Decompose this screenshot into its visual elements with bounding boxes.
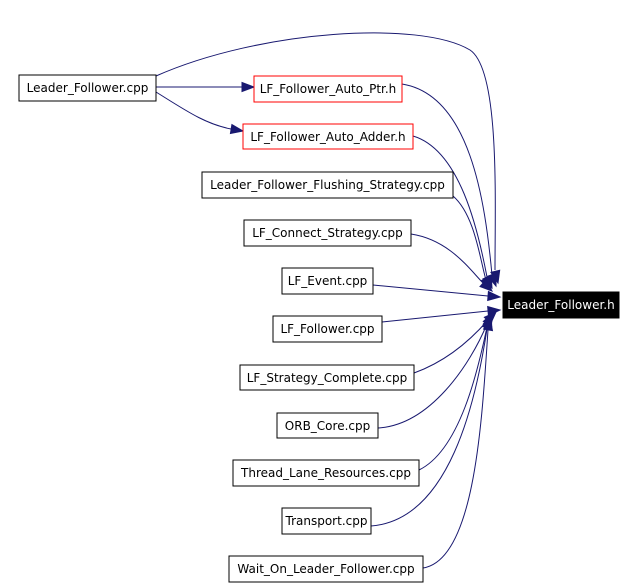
arrowhead [241,81,256,93]
node-orb-core-cpp[interactable]: ORB_Core.cpp [276,412,379,439]
node-label: Wait_On_Leader_Follower.cpp [237,562,414,576]
node-label: Transport.cpp [285,514,368,528]
node-leader-follower-flushing-strategy-cpp[interactable]: Leader_Follower_Flushing_Strategy.cpp [201,171,454,199]
edge-line [155,91,232,130]
node-lf-follower-cpp[interactable]: LF_Follower.cpp [272,315,383,343]
edge-line [452,195,487,281]
arrowhead [479,278,494,292]
node-lf-follower-auto-ptr-h[interactable]: LF_Follower_Auto_Ptr.h [253,75,403,103]
edge-line [370,328,488,527]
arrowhead [482,316,494,332]
node-wait-on-leader-follower-cpp[interactable]: Wait_On_Leader_Follower.cpp [228,555,424,583]
edge-lf-follower-auto-adder-h-to-leader-follower-h [412,135,493,290]
node-lf-follower-auto-adder-h[interactable]: LF_Follower_Auto_Adder.h [242,123,414,150]
node-label: LF_Connect_Strategy.cpp [252,226,403,240]
edge-line [377,323,488,429]
node-label: LF_Follower_Auto_Ptr.h [260,82,397,96]
edge-wait-on-leader-follower-cpp-to-leader-follower-h [422,316,494,569]
edge-line [372,284,489,297]
edge-line [410,233,485,285]
node-leader-follower-cpp[interactable]: Leader_Follower.cpp [18,74,157,102]
edge-leader-follower-cpp-to-lf-follower-auto-adder-h [155,91,245,135]
node-label: Leader_Follower.h [507,298,614,312]
node-leader-follower-h[interactable]: Leader_Follower.h [502,291,620,319]
edge-lf-connect-strategy-cpp-to-leader-follower-h [410,233,494,292]
edge-lf-follower-cpp-to-leader-follower-h [381,305,502,323]
node-label: LF_Follower_Auto_Adder.h [250,130,405,144]
edge-line [418,326,488,471]
edges [155,32,502,569]
arrowhead [229,123,245,135]
node-lf-strategy-complete-cpp[interactable]: LF_Strategy_Complete.cpp [239,364,415,391]
node-lf-connect-strategy-cpp[interactable]: LF_Connect_Strategy.cpp [243,219,412,247]
edge-line [412,135,488,278]
node-label: LF_Event.cpp [288,274,368,288]
node-lf-event-cpp[interactable]: LF_Event.cpp [281,267,374,295]
edge-line [422,329,489,569]
node-label: Leader_Follower.cpp [27,81,149,95]
node-label: Thread_Lane_Resources.cpp [240,466,411,480]
edge-line [401,83,493,276]
edge-line [155,32,496,271]
node-thread-lane-resources-cpp[interactable]: Thread_Lane_Resources.cpp [232,459,420,487]
edge-line [381,310,489,323]
node-label: LF_Strategy_Complete.cpp [247,371,407,385]
node-label: ORB_Core.cpp [285,419,370,433]
node-label: LF_Follower.cpp [280,322,374,336]
node-transport-cpp[interactable]: Transport.cpp [281,507,372,535]
edge-leader-follower-cpp-to-lf-follower-auto-ptr-h [156,81,256,93]
node-label: Leader_Follower_Flushing_Strategy.cpp [210,178,445,192]
arrowhead [487,290,502,302]
edge-leader-follower-flushing-strategy-cpp-to-leader-follower-h [452,195,492,291]
edge-lf-event-cpp-to-leader-follower-h [372,284,502,302]
edge-transport-cpp-to-leader-follower-h [370,314,493,527]
